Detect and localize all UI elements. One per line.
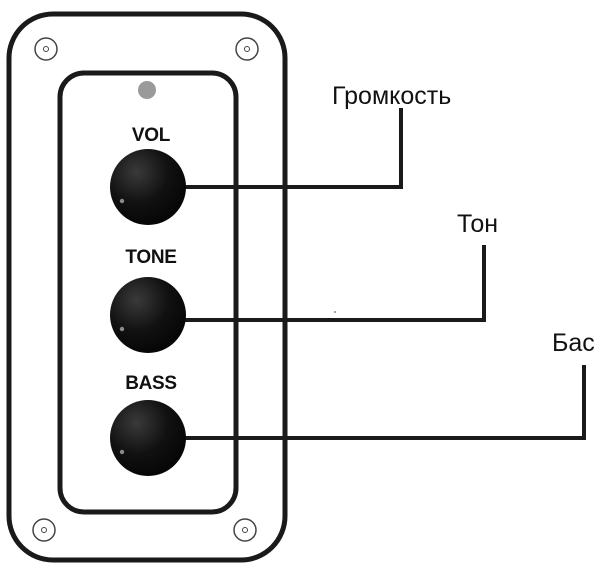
callout-volume: Громкость: [332, 82, 451, 110]
screw-icon: [32, 518, 56, 542]
knob-icon[interactable]: [110, 277, 186, 353]
leader-line-volume: [184, 108, 403, 189]
knob-label-bass: BASS: [125, 373, 177, 394]
leader-line-tone: [184, 245, 486, 322]
knob-label-tone: TONE: [125, 247, 176, 268]
screw-icon: [233, 518, 257, 542]
knob-label-vol: VOL: [132, 125, 171, 146]
stray-dot: [334, 311, 336, 313]
screw-icon: [235, 37, 259, 61]
led-indicator-icon: [138, 81, 156, 99]
knob-icon[interactable]: [110, 149, 186, 225]
knob-icon[interactable]: [110, 400, 186, 476]
screw-icon: [34, 37, 58, 61]
callout-tone: Тон: [457, 210, 498, 238]
callout-bass: Бас: [552, 329, 595, 357]
leader-line-bass: [184, 365, 586, 440]
